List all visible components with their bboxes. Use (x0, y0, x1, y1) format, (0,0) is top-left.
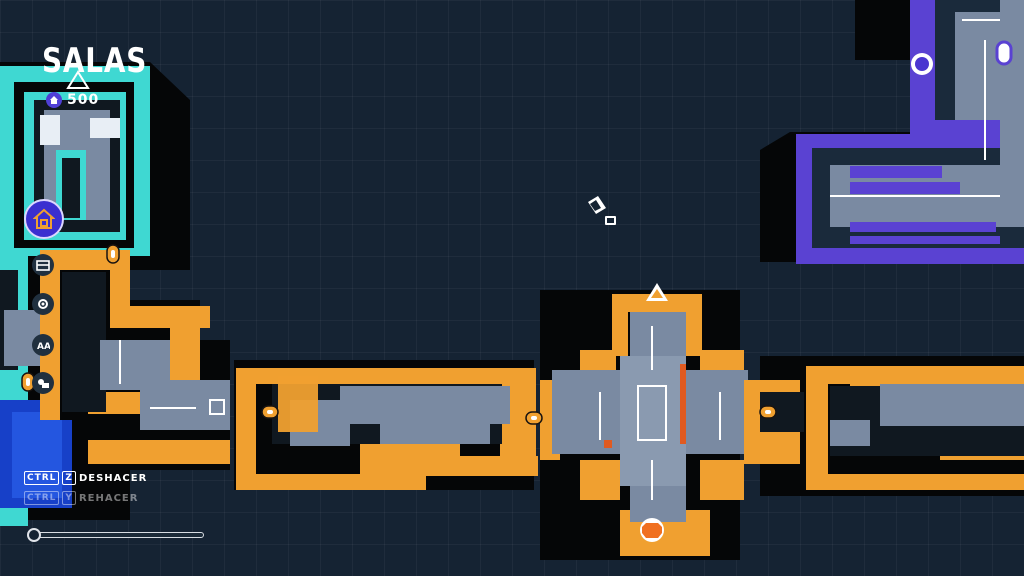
room-counter: 500 (46, 92, 99, 108)
door-icon[interactable] (525, 411, 543, 425)
z-key: Z (62, 471, 76, 485)
undo-label: DESHACER (78, 472, 148, 484)
triangle-marker-icon[interactable] (66, 70, 90, 89)
y-key: Y (62, 491, 76, 505)
house-build-icon[interactable] (24, 199, 64, 239)
text-icon[interactable]: AA (32, 334, 54, 356)
settings-gear-icon[interactable] (32, 293, 54, 315)
ctrl-key: CTRL (24, 491, 60, 505)
purple-room[interactable] (760, 0, 1024, 264)
zoom-slider[interactable] (27, 528, 204, 542)
ctrl-key: CTRL (24, 471, 60, 485)
rooms-icon[interactable] (32, 254, 54, 276)
door-icon[interactable] (759, 405, 777, 419)
redo-shortcut[interactable]: CTRL Y REHACER (24, 491, 138, 505)
decor-icon[interactable] (32, 372, 54, 394)
octagon-marker-icon[interactable] (640, 518, 664, 542)
page-title: SALAS (42, 41, 148, 81)
triangle-marker-icon[interactable] (646, 283, 668, 301)
zoom-slider-handle[interactable] (27, 528, 41, 542)
door-icon[interactable] (106, 244, 120, 264)
door-icon[interactable] (261, 405, 279, 419)
redo-label: REHACER (78, 492, 139, 504)
room-count: 500 (67, 92, 100, 108)
svg-text:AA: AA (37, 342, 50, 352)
house-icon (46, 92, 62, 108)
orange-corridors[interactable] (40, 250, 1024, 560)
undo-shortcut[interactable]: CTRL Z DESHACER (24, 471, 147, 485)
robot-cursor-icon (588, 196, 616, 225)
